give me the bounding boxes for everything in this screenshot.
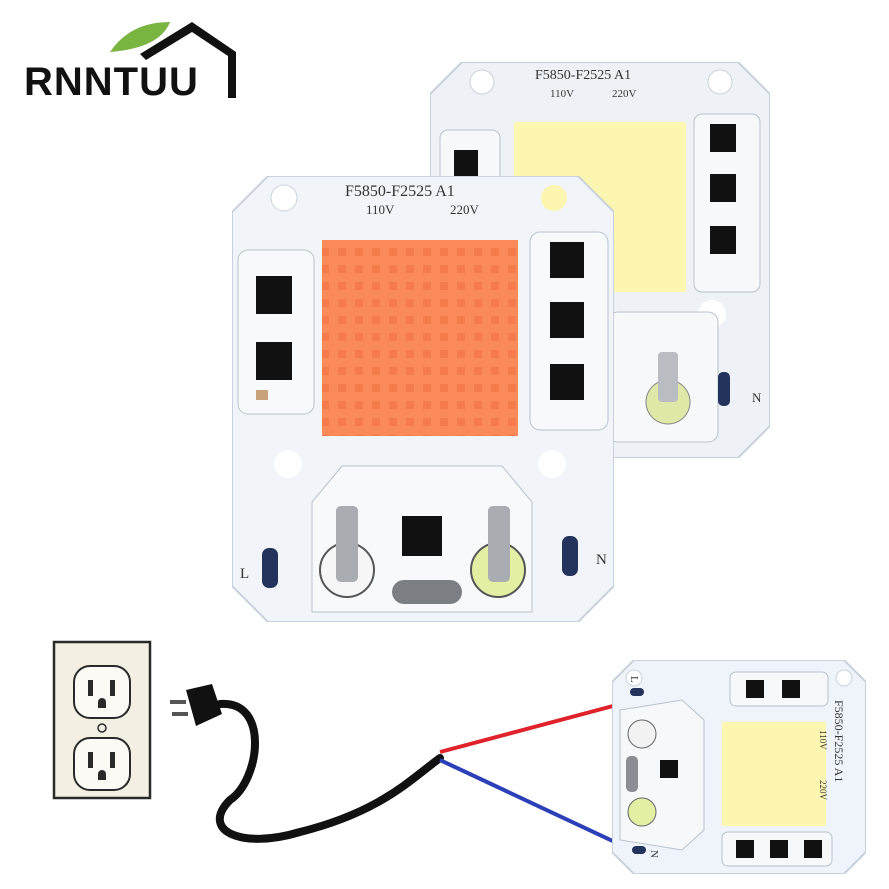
fuse-resistor — [392, 580, 462, 604]
model-label-back: F5850-F2525 A1 — [535, 68, 632, 83]
neutral-mark-front: N — [596, 552, 607, 568]
voltage-high-back: 220V — [612, 88, 637, 100]
led-board-front — [232, 176, 614, 622]
voltage-high-front: 220V — [450, 202, 479, 217]
driver-chip — [710, 174, 736, 202]
model-label-small: F5850-F2525 A1 — [832, 700, 846, 783]
led-emitter-small — [722, 722, 826, 826]
terminal-l — [336, 506, 358, 582]
voltage-low-back: 110V — [550, 88, 575, 100]
led-board-small — [612, 660, 866, 874]
voltage-high-small: 220V — [818, 780, 828, 800]
driver-chip — [710, 124, 736, 152]
driver-chip — [550, 364, 584, 400]
driver-chip — [710, 226, 736, 254]
line-wire — [439, 700, 629, 754]
neutral-wire — [439, 758, 637, 854]
led-emitter-front — [322, 240, 518, 436]
wall-outlet — [52, 640, 152, 800]
neutral-mark-back: N — [752, 390, 762, 405]
leaf-icon — [110, 22, 170, 52]
model-label-front: F5850-F2525 A1 — [345, 183, 455, 200]
house-leaf-logo-icon — [110, 22, 236, 98]
roof-icon — [140, 22, 236, 98]
neutral-mark-small: N — [648, 850, 660, 858]
rectifier-chip — [402, 516, 442, 556]
driver-chip — [256, 276, 292, 314]
terminal-n — [488, 506, 510, 582]
driver-chip — [550, 302, 584, 338]
line-mark-front: L — [240, 566, 250, 582]
brand-name: RNNTUU — [24, 60, 199, 104]
driver-chip — [256, 342, 292, 380]
driver-chip — [550, 242, 584, 278]
line-mark-small: L — [628, 676, 640, 683]
voltage-low-front: 110V — [366, 202, 395, 217]
power-cord — [215, 699, 444, 843]
plug-icon — [170, 684, 222, 726]
voltage-low-small: 110V — [818, 730, 828, 750]
